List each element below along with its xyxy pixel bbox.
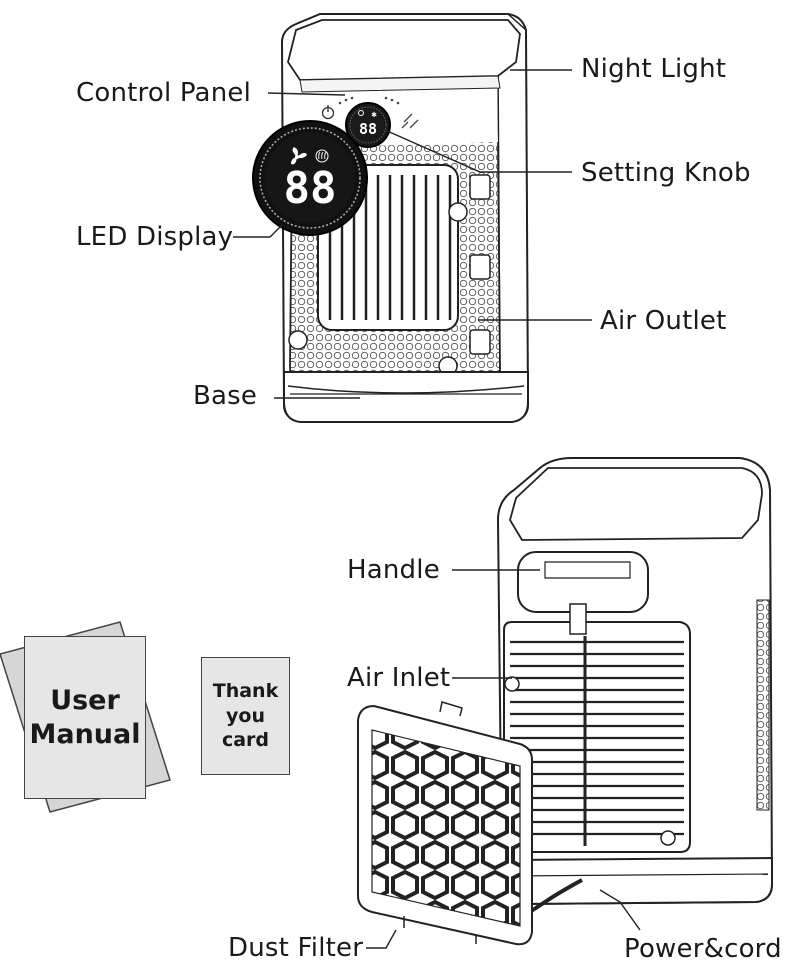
user-manual: User Manual: [24, 636, 146, 799]
fan-icon: [291, 147, 307, 165]
thank-you-card-line3: card: [221, 729, 270, 752]
label-handle: Handle: [347, 555, 440, 585]
label-base: Base: [193, 381, 258, 411]
label-control-panel: Control Panel: [76, 78, 251, 108]
thank-you-card-line2: you: [226, 704, 265, 727]
led-display: 88: [252, 120, 368, 236]
heat-icon: [315, 149, 329, 163]
thank-you-card-line1: Thank: [212, 679, 279, 702]
dust-filter: [357, 701, 533, 946]
base: [283, 371, 529, 423]
front-leaders: [233, 69, 592, 399]
svg-text:✱: ✱: [371, 111, 377, 119]
label-power-cord: Power&cord: [624, 934, 782, 964]
label-air-outlet: Air Outlet: [600, 306, 727, 336]
power-icon: [321, 105, 335, 120]
rear-heater: [496, 457, 774, 920]
user-manual-line1: User: [50, 684, 120, 716]
label-night-light: Night Light: [581, 54, 727, 84]
label-dust-filter: Dust Filter: [228, 933, 364, 963]
thank-you-card: Thank you card: [201, 657, 290, 775]
led-digits: 88: [284, 163, 337, 214]
knob-digits: 88: [359, 120, 377, 138]
label-led-display: LED Display: [76, 222, 234, 252]
user-manual-line2: Manual: [29, 718, 141, 750]
label-air-inlet: Air Inlet: [347, 663, 451, 693]
label-setting-knob: Setting Knob: [581, 158, 751, 188]
handle: [517, 551, 649, 613]
plug-icon: [401, 113, 419, 129]
night-light-panel: [287, 19, 521, 81]
air-inlet: [510, 636, 684, 846]
rear-leaders: [366, 569, 641, 949]
front-heater: 88 ✱: [280, 13, 530, 423]
setting-knob: 88 ✱: [345, 102, 391, 148]
